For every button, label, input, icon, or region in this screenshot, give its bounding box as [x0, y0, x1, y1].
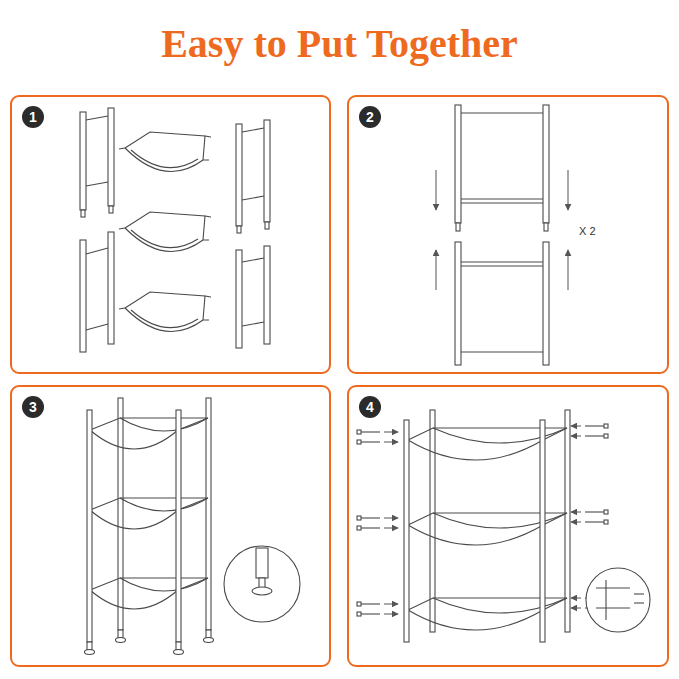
assembled-rack-part: [118, 398, 123, 630]
screw-fixing-part: [357, 612, 398, 616]
step-panel: 1: [10, 95, 331, 374]
frame-joining-part: [543, 105, 549, 223]
shelf-parts-part: [119, 132, 211, 172]
assembled-rack-part: [252, 587, 272, 595]
frame-joining-part: [461, 351, 543, 352]
screw-fixing-part: [634, 602, 644, 603]
side-frame-parts-part: [109, 206, 113, 213]
side-frame-parts-part: [86, 324, 108, 330]
side-frame-parts-part: [108, 232, 114, 344]
assembled-rack-part: [206, 630, 211, 638]
screw-fixing-part: [571, 510, 608, 514]
assembled-rack-part: [176, 410, 181, 642]
screw-fixing-part: [357, 526, 398, 530]
side-frame-parts-part: [86, 116, 108, 120]
screw-fixing-part: [605, 580, 606, 620]
screw-fixing-part: [596, 587, 630, 588]
screw-fixing-part: [404, 420, 409, 642]
shelf-parts: [119, 132, 211, 332]
side-frame-parts-part: [86, 248, 108, 254]
screw-fixing-part: [571, 424, 608, 428]
assembled-rack-part: [87, 410, 92, 642]
step-number: 4: [359, 396, 381, 418]
side-frame-parts: [80, 108, 270, 352]
side-frame-parts-part: [264, 246, 270, 344]
assembled-rack-part: [206, 398, 211, 630]
assembled-rack-part: [116, 638, 126, 643]
screw-fixing: [357, 410, 650, 642]
side-frame-parts-part: [242, 128, 264, 132]
frame-joining-part: [461, 202, 543, 203]
frame-joining-part: [568, 170, 569, 210]
screw-fixing-part: [357, 602, 398, 606]
frame-joining-part: [455, 105, 461, 223]
page-title: Easy to Put Together: [0, 22, 679, 66]
step-number: 2: [359, 106, 381, 128]
frame-joining-part: [456, 223, 460, 231]
side-frame-parts-part: [236, 250, 242, 348]
assembled-rack: [85, 398, 301, 655]
assembled-rack-part: [87, 642, 92, 650]
screw-fixing-part: [586, 568, 650, 632]
step-number: 1: [22, 106, 44, 128]
side-frame-parts-part: [80, 112, 86, 210]
frame-joining: [436, 105, 568, 365]
step-panel: 3: [10, 385, 331, 667]
assembled-rack-part: [90, 578, 208, 609]
frame-joining-part: [461, 261, 543, 262]
screw-fixing-part: [634, 593, 644, 594]
assembled-rack-part: [204, 638, 214, 643]
assembled-rack-part: [90, 498, 208, 529]
frame-joining-part: [436, 250, 437, 290]
shelf-parts-part: [119, 292, 211, 332]
side-frame-parts-part: [80, 240, 86, 352]
screw-fixing-part: [357, 516, 398, 520]
side-frame-parts-part: [265, 222, 269, 229]
side-frame-parts-part: [236, 124, 242, 226]
frame-joining-part: [544, 223, 548, 231]
screw-fixing-part: [571, 434, 608, 438]
assembled-rack-part: [118, 630, 123, 638]
side-frame-parts-part: [86, 182, 108, 186]
side-frame-parts-part: [237, 226, 241, 233]
side-frame-parts-part: [242, 322, 264, 326]
side-frame-parts-part: [81, 210, 85, 217]
step-panel: 4: [347, 385, 669, 667]
quantity-note: X 2: [579, 225, 596, 238]
frame-joining-part: [543, 242, 549, 365]
screw-fixing-part: [540, 420, 545, 642]
screw-fixing-part: [357, 430, 398, 434]
assembled-rack-part: [224, 546, 300, 622]
frame-joining-part: [436, 170, 437, 210]
frame-joining-part: [461, 112, 543, 113]
side-frame-parts-part: [108, 108, 114, 206]
shelf-parts-part: [119, 212, 211, 252]
frame-joining-part: [455, 242, 461, 365]
assembled-rack-part: [90, 418, 208, 449]
side-frame-parts-part: [264, 120, 270, 222]
assembled-rack-part: [85, 650, 95, 655]
step-number: 3: [22, 396, 44, 418]
assembled-rack-part: [256, 548, 268, 578]
frame-joining-part: [461, 198, 543, 199]
screw-fixing-part: [571, 520, 608, 524]
screw-fixing-part: [596, 607, 630, 608]
screw-fixing-part: [357, 440, 398, 444]
side-frame-parts-part: [242, 258, 264, 262]
assembled-rack-part: [174, 650, 184, 655]
assembled-rack-part: [176, 642, 181, 650]
side-frame-parts-part: [242, 196, 264, 200]
step-panel: 2 X 2: [347, 95, 669, 374]
frame-joining-part: [461, 265, 543, 266]
frame-joining-part: [568, 250, 569, 290]
